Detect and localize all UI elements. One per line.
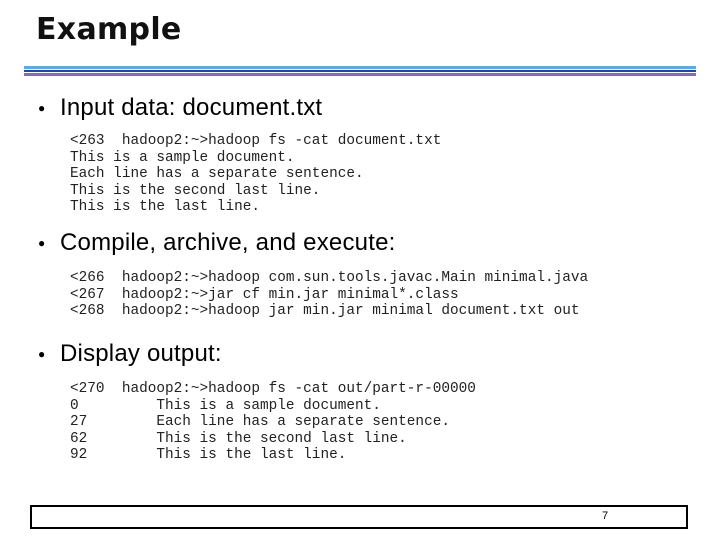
code-line: <266 hadoop2:~>hadoop com.sun.tools.java… (70, 270, 589, 286)
footer-frame (30, 505, 688, 529)
code-line: This is the second last line. (70, 182, 321, 199)
bullet-dot-icon: ● (38, 236, 46, 250)
slide-title: Example (36, 12, 182, 47)
code-line: 27 Each line has a separate sentence. (70, 414, 450, 431)
code-line: <263 hadoop2:~>hadoop fs -cat document.t… (70, 133, 442, 149)
bullet-text: Compile, archive, and execute: (60, 229, 396, 256)
code-line: <270 hadoop2:~>hadoop fs -cat out/part-r… (70, 381, 476, 397)
bullet-text: Display output: (60, 340, 222, 367)
code-block-output: <270 hadoop2:~>hadoop fs -cat out/part-r… (70, 381, 476, 464)
title-underline-rule (24, 66, 696, 76)
bullet-input-data: ● Input data: document.txt (38, 94, 322, 122)
code-line: Each line has a separate sentence. (70, 166, 364, 183)
bullet-compile: ● Compile, archive, and execute: (38, 229, 396, 257)
bullet-display-output: ● Display output: (38, 340, 222, 368)
code-line: <267 hadoop2:~>jar cf min.jar minimal*.c… (70, 286, 459, 303)
code-line: 62 This is the second last line. (70, 430, 407, 447)
bullet-text: Input data: document.txt (60, 94, 323, 121)
code-line: This is the last line. (70, 199, 260, 216)
code-block-input: <263 hadoop2:~>hadoop fs -cat document.t… (70, 133, 441, 216)
bullet-dot-icon: ● (38, 101, 46, 115)
page-number: 7 (602, 510, 609, 522)
code-line: 0 This is a sample document. (70, 397, 381, 414)
code-line: This is a sample document. (70, 149, 295, 166)
bullet-dot-icon: ● (38, 347, 46, 361)
code-line: 92 This is the last line. (70, 447, 347, 464)
code-block-compile: <266 hadoop2:~>hadoop com.sun.tools.java… (70, 270, 588, 320)
code-line: <268 hadoop2:~>hadoop jar min.jar minima… (70, 303, 580, 320)
